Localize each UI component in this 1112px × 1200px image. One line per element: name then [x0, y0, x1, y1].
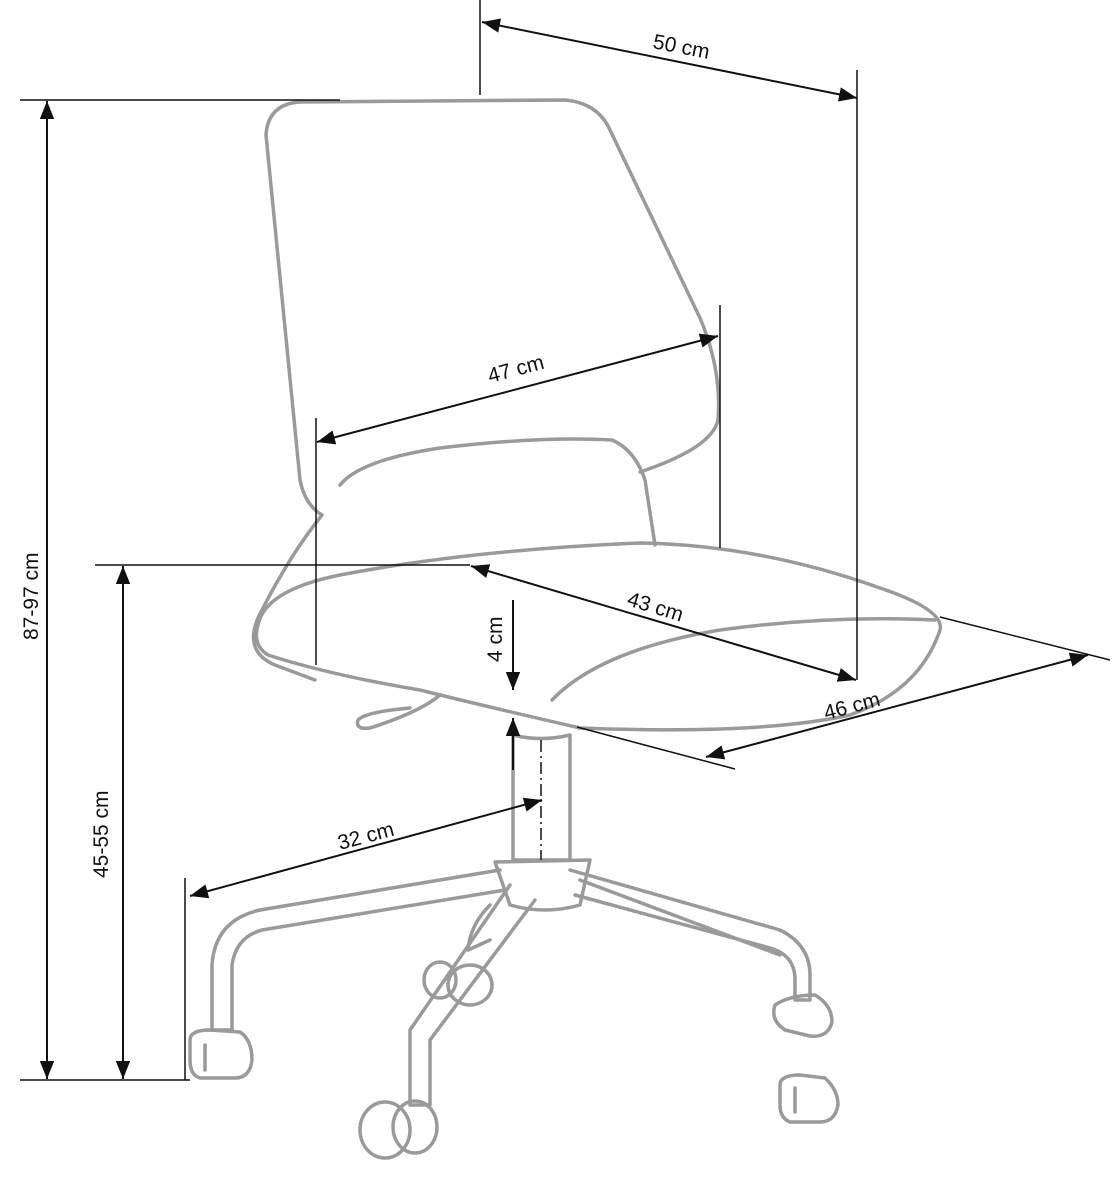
label-46cm: 46 cm [821, 688, 882, 725]
dim-arrow-32 [189, 797, 543, 899]
caster-front [358, 1099, 439, 1160]
leg-right [568, 868, 812, 1002]
seat-front-curve [550, 617, 937, 702]
label-4cm: 4 cm [484, 616, 507, 662]
extension-lines [20, 0, 1111, 1081]
caster-back-right [772, 993, 834, 1038]
dim-arrow-47 [316, 333, 719, 445]
dim-arrow-50 [481, 18, 858, 102]
backrest-inner [338, 437, 657, 547]
leg-back [466, 903, 492, 952]
base-hub [493, 858, 592, 912]
caster-back [422, 960, 494, 1007]
caster-left [188, 1028, 254, 1080]
label-32cm: 32 cm [335, 818, 396, 855]
gas-cylinder [511, 733, 572, 862]
label-87-97cm: 87-97 cm [20, 552, 43, 640]
label-47cm: 47 cm [485, 351, 546, 388]
label-45-55cm: 45-55 cm [90, 790, 113, 878]
caster-right [778, 1073, 840, 1124]
leg-front [408, 883, 537, 1107]
height-lever [355, 693, 442, 731]
backrest-outer [298, 98, 721, 474]
leg-back-right [578, 878, 782, 957]
dim-arrow-46 [705, 652, 1089, 760]
leg-left [210, 868, 507, 1032]
chair-illustration [188, 98, 943, 1160]
